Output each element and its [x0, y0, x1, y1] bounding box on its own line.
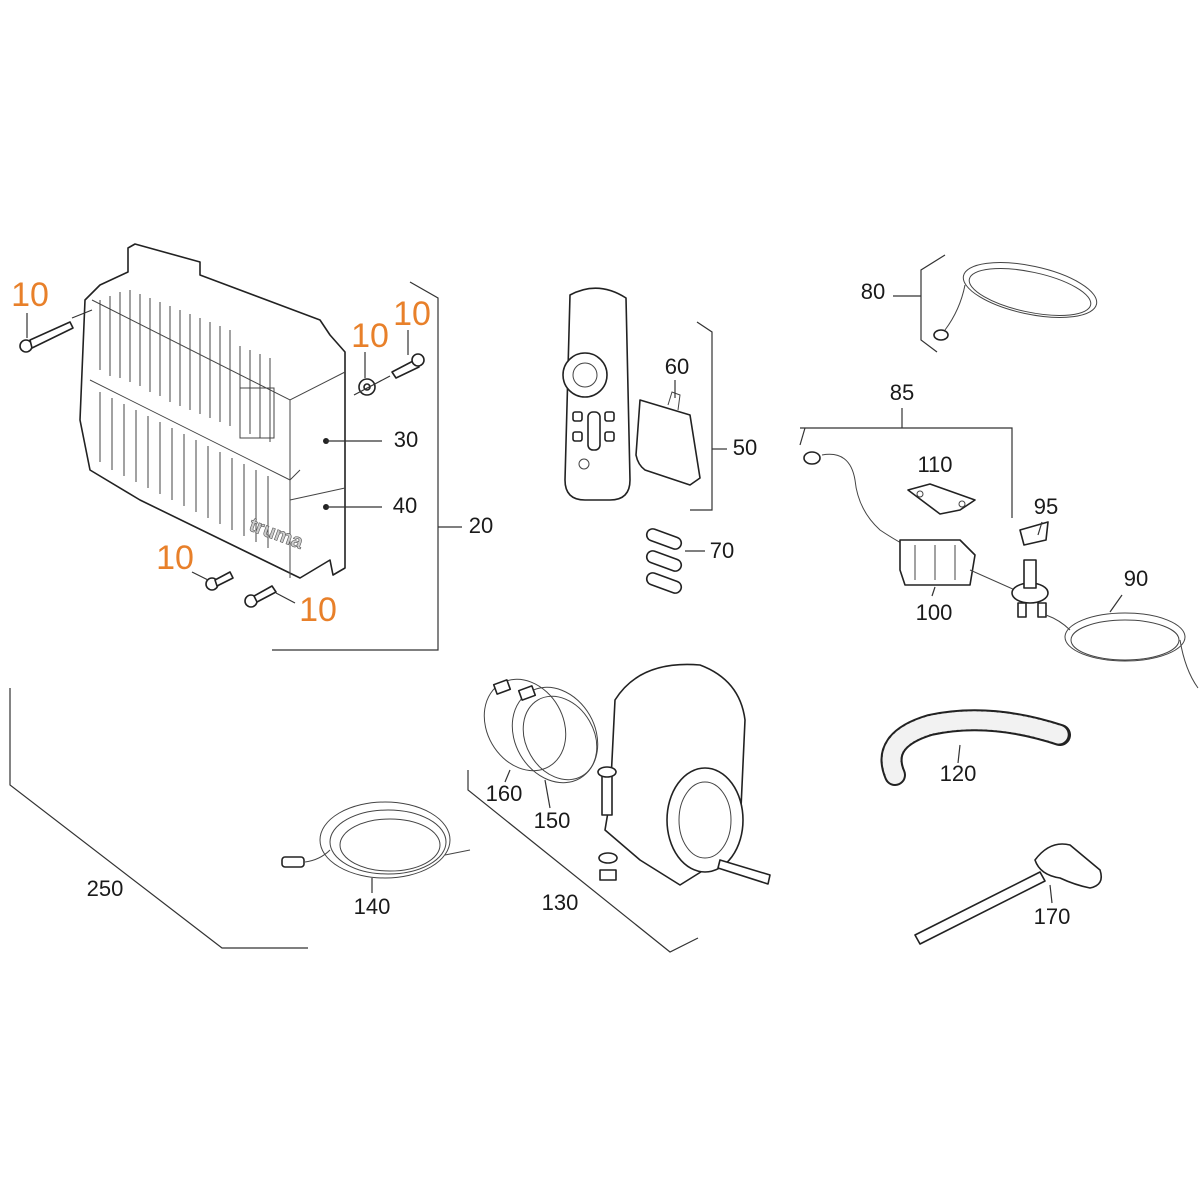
part-label-90: 90 — [1124, 566, 1148, 591]
screw-icon — [244, 585, 296, 608]
part-label-150: 150 — [534, 808, 571, 833]
part-label-85: 85 — [890, 380, 914, 405]
remote-control — [562, 287, 631, 501]
heater-unit: truma — [79, 243, 382, 579]
screw-icon — [191, 571, 234, 591]
batteries — [645, 528, 705, 594]
cable-80 — [933, 262, 1098, 341]
part-label-10: 10 — [393, 295, 431, 333]
part-label-10: 10 — [299, 591, 337, 629]
corrugated-hose — [880, 709, 1071, 786]
part-label-110: 110 — [917, 452, 952, 477]
part-label-130: 130 — [542, 890, 579, 915]
part-label-40: 40 — [393, 493, 417, 518]
screw-icon — [19, 309, 93, 353]
battery-switch-assembly — [803, 451, 1199, 689]
part-label-30: 30 — [394, 427, 418, 452]
part-label-95: 95 — [1034, 494, 1058, 519]
part-label-20: 20 — [469, 513, 493, 538]
part-label-10: 10 — [156, 539, 194, 577]
part-label-10: 10 — [11, 276, 49, 314]
part-label-170: 170 — [1034, 904, 1071, 929]
part-label-10: 10 — [351, 317, 389, 355]
part-label-140: 140 — [354, 894, 391, 919]
hose-clamps — [483, 678, 599, 809]
screw-icon — [353, 330, 425, 396]
part-label-50: 50 — [733, 435, 757, 460]
part-label-100: 100 — [916, 600, 953, 625]
part-label-120: 120 — [940, 761, 977, 786]
part-label-70: 70 — [710, 538, 734, 563]
part-label-80: 80 — [861, 279, 885, 304]
cable-140 — [281, 801, 471, 893]
part-label-160: 160 — [486, 781, 523, 806]
group-bracket-250 — [9, 688, 308, 949]
t-wrench — [914, 843, 1103, 945]
socket-assembly — [597, 663, 771, 886]
part-label-60: 60 — [665, 354, 689, 379]
battery-cover — [635, 380, 701, 486]
group-bracket-20 — [272, 281, 439, 651]
part-label-250: 250 — [87, 876, 124, 901]
